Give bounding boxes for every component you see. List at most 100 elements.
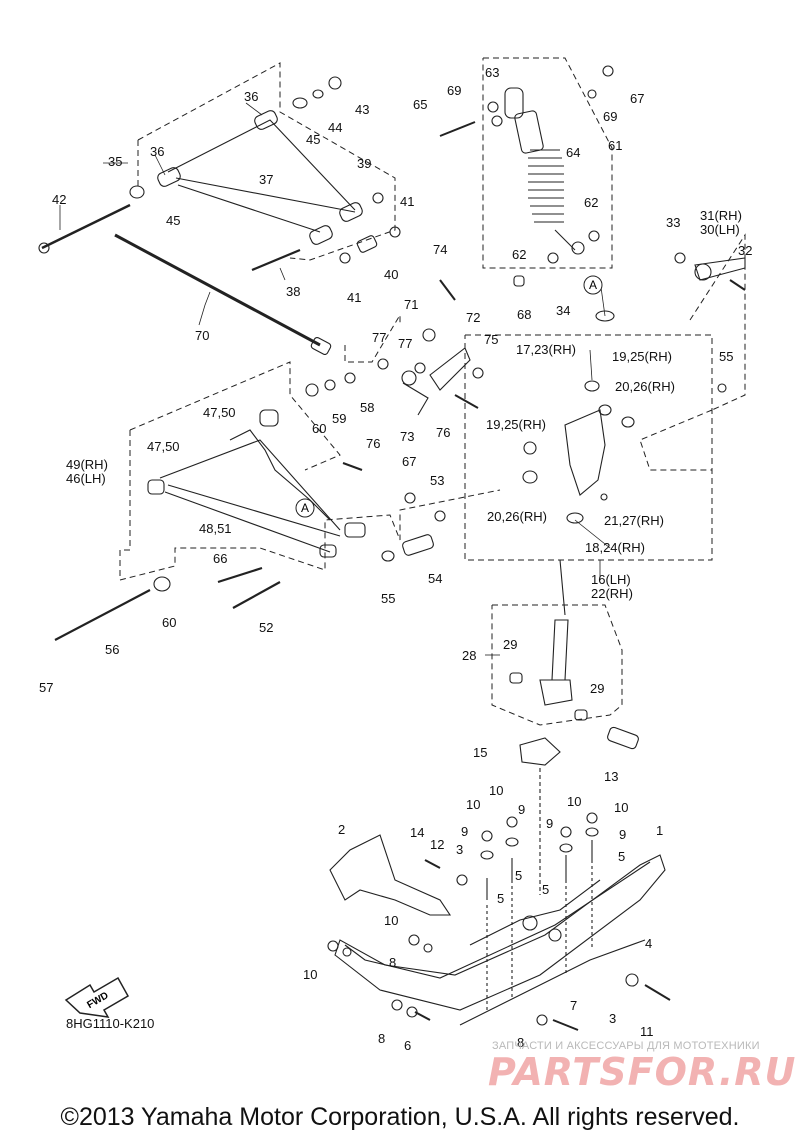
part-callout: 43	[355, 102, 370, 117]
part-callout: 67	[630, 91, 645, 106]
part-callout: 9	[518, 802, 526, 817]
part-callout: 8	[389, 955, 397, 970]
part-callout: 71	[404, 297, 419, 312]
reference-marker: A	[583, 275, 603, 295]
lower-a-arm	[147, 372, 446, 592]
part-callout: 9	[619, 827, 627, 842]
shock-group-outline	[482, 57, 613, 269]
ski-column	[509, 559, 639, 895]
part-callout: 19,25(RH)	[612, 349, 672, 364]
ski-studs	[480, 812, 599, 1010]
shock-bracket	[342, 279, 484, 471]
part-callout: 8	[517, 1035, 525, 1050]
part-callout: 10	[466, 797, 481, 812]
watermark-subtitle: ЗАПЧАСТИ И АКСЕССУАРЫ ДЛЯ МОТОТЕХНИКИ	[492, 1040, 760, 1052]
part-callout: 36	[150, 144, 165, 159]
part-callout: 39	[357, 156, 372, 171]
washers-upper	[129, 76, 401, 264]
part-callout: 5	[497, 891, 505, 906]
bolt-56	[54, 589, 151, 641]
part-callout: 57	[39, 680, 54, 695]
part-callout: 14	[410, 825, 425, 840]
part-callout: 62	[512, 247, 527, 262]
part-callout: 69	[447, 83, 462, 98]
part-callout: 9	[546, 816, 554, 831]
part-callout: 48,51	[199, 521, 232, 536]
part-callout: 75	[484, 332, 499, 347]
part-callout: 59	[332, 411, 347, 426]
part-callout: 5	[618, 849, 626, 864]
part-callout: 35	[108, 154, 123, 169]
part-callout: 46(LH)	[66, 471, 106, 486]
part-callout: 77	[398, 336, 413, 351]
part-callout: 40	[384, 267, 399, 282]
part-callout: 58	[360, 400, 375, 415]
part-callout: 7	[570, 998, 578, 1013]
fwd-arrow-icon: FWD	[64, 976, 130, 1018]
part-callout: 4	[645, 936, 653, 951]
part-callout: 3	[456, 842, 464, 857]
part-callout: 55	[719, 349, 734, 364]
diagram-code: 8HG1110-K210	[66, 1016, 155, 1031]
part-callout: 28	[462, 648, 477, 663]
part-callout: 20,26(RH)	[615, 379, 675, 394]
part-callout: 70	[195, 328, 210, 343]
part-callout: 34	[556, 303, 571, 318]
part-callout: 30(LH)	[700, 222, 740, 237]
part-callout: 76	[436, 425, 451, 440]
part-callout: 41	[347, 290, 362, 305]
part-callout: 74	[433, 242, 448, 257]
part-callout: 63	[485, 65, 500, 80]
part-callout: 29	[590, 681, 605, 696]
part-callout: 42	[52, 192, 67, 207]
part-callout: 10	[303, 967, 318, 982]
part-callout: 38	[286, 284, 301, 299]
part-callout: 44	[328, 120, 343, 135]
upper-a-arm	[157, 110, 363, 245]
part-callout: 66	[213, 551, 228, 566]
part-callout: 61	[608, 138, 623, 153]
part-callout: 67	[402, 454, 417, 469]
steering-group-outline	[491, 604, 623, 726]
part-callout: 1	[656, 823, 664, 838]
part-callout: 3	[609, 1011, 617, 1026]
reference-marker-label: A	[301, 501, 309, 515]
part-callout: 64	[566, 145, 581, 160]
part-callout: 47,50	[147, 439, 180, 454]
bolt-42	[41, 203, 131, 250]
part-callout: 5	[542, 882, 550, 897]
upper-arm-group-outline	[137, 62, 396, 261]
part-callout: 20,26(RH)	[487, 509, 547, 524]
part-callout: 5	[515, 868, 523, 883]
ski	[327, 812, 671, 1031]
part-callout: 29	[503, 637, 518, 652]
copyright-notice: ©2013 Yamaha Motor Corporation, U.S.A. A…	[60, 1103, 740, 1131]
part-callout: 13	[604, 769, 619, 784]
part-callout: 56	[105, 642, 120, 657]
part-callout: 2	[338, 822, 346, 837]
part-callout: 77	[372, 330, 387, 345]
part-callout: 10	[489, 783, 504, 798]
part-callout: 76	[366, 436, 381, 451]
part-callout: 55	[381, 591, 396, 606]
spindle-group-outline	[464, 334, 713, 561]
part-callout: 18,24(RH)	[585, 540, 645, 555]
part-callout: 31(RH)	[700, 208, 742, 223]
part-callout: 69	[603, 109, 618, 124]
part-callout: 53	[430, 473, 445, 488]
part-callout: 36	[244, 89, 259, 104]
part-callout: 9	[461, 824, 469, 839]
tie-rod-70	[114, 233, 321, 347]
part-callout: 54	[428, 571, 443, 586]
part-callout: 12	[430, 837, 445, 852]
part-callout: 21,27(RH)	[604, 513, 664, 528]
part-callout: 15	[473, 745, 488, 760]
ski-handle	[329, 834, 452, 916]
part-callout: 19,25(RH)	[486, 417, 546, 432]
part-callout: 11	[640, 1024, 654, 1039]
part-callout: 8	[378, 1031, 386, 1046]
part-callout: 65	[413, 97, 428, 112]
part-callout: 32	[738, 243, 753, 258]
watermark-logo: PARTSFOR.RU	[488, 1050, 797, 1094]
